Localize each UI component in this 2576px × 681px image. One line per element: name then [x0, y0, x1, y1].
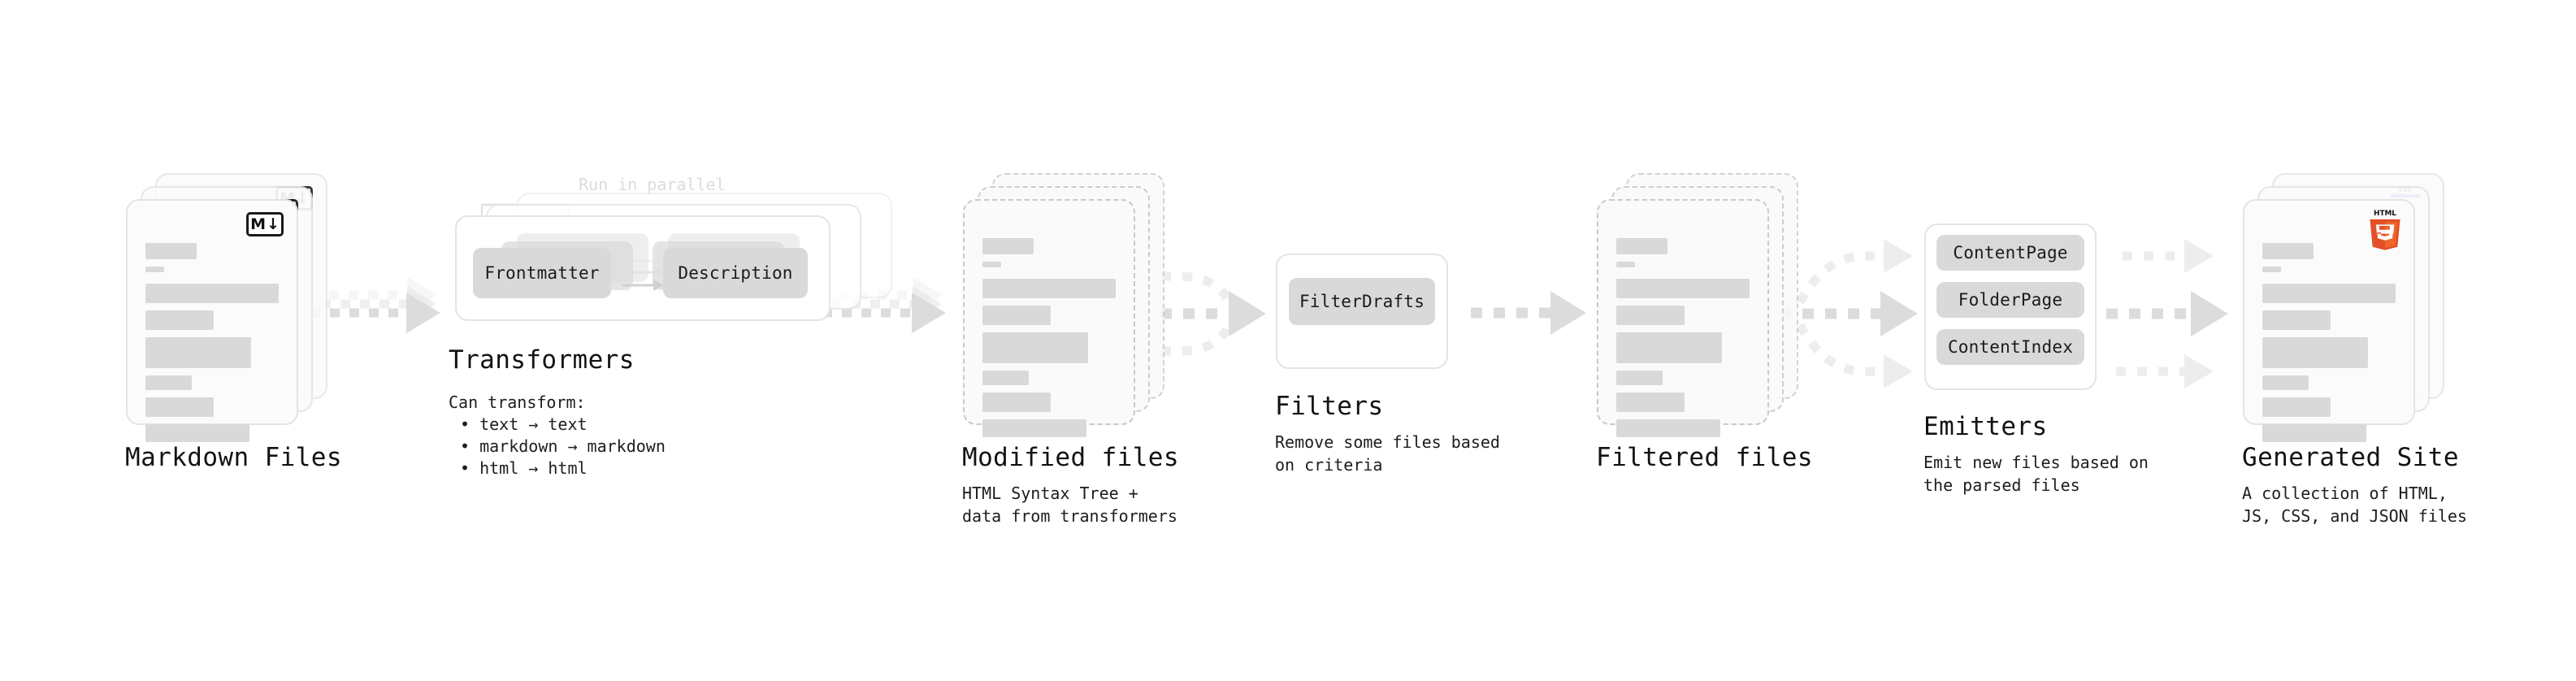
connector-filtered-files-to-emitters [1780, 239, 1918, 388]
placeholder-line [2262, 375, 2309, 390]
emitter-chip-folderpage[interactable]: FolderPage [1936, 282, 2084, 318]
placeholder-line [982, 279, 1116, 298]
markdown-icon-arrow: ↓ [267, 215, 280, 233]
placeholder-line [982, 371, 1030, 385]
filtered-card-front [1597, 199, 1769, 437]
connector-markdown-to-transformers [310, 277, 440, 333]
placeholder-line [2262, 310, 2331, 330]
generated-site-subtitle: A collection of HTML, JS, CSS, and JSON … [2242, 484, 2467, 526]
placeholder-line [2262, 267, 2281, 272]
transformers-subtitle: Can transform: [449, 393, 586, 412]
stage-markdown-files: M↓ M↓ M↓ [125, 173, 341, 472]
placeholder-line [1616, 262, 1635, 267]
card-placeholder-lines [1616, 238, 1750, 437]
stage-filtered-files: Filtered files [1596, 173, 1812, 472]
placeholder-line [982, 419, 1086, 437]
generated-file-stack: CSS HTML [2243, 173, 2444, 442]
placeholder-line [1616, 419, 1720, 437]
stage-title-generated-site: Generated Site [2242, 443, 2459, 472]
filters-subtitle: Remove some files based on criteria [1275, 432, 1500, 475]
placeholder-line [145, 267, 164, 272]
placeholder-line [982, 332, 1088, 363]
placeholder-line [982, 262, 1001, 267]
placeholder-line [2262, 284, 2396, 303]
transformer-inner-arrows [622, 256, 666, 291]
modified-files-subtitle: HTML Syntax Tree + data from transformer… [962, 484, 1177, 526]
placeholder-line [2262, 397, 2331, 417]
generated-card-html: HTML [2243, 199, 2415, 442]
stage-title-modified-files: Modified files [962, 443, 1179, 472]
placeholder-line [1616, 306, 1685, 325]
placeholder-line [2262, 424, 2366, 442]
placeholder-line [145, 284, 279, 303]
markdown-icon: M↓ [246, 212, 284, 236]
card-placeholder-lines [982, 238, 1116, 437]
placeholder-line [2262, 337, 2368, 368]
stage-title-markdown-files: Markdown Files [125, 443, 342, 472]
stage-title-filters: Filters [1275, 392, 1384, 421]
transformers-bullet-0: • text → text [460, 414, 588, 434]
filter-chip-filterdrafts[interactable]: FilterDrafts [1289, 278, 1435, 325]
placeholder-line [982, 393, 1051, 412]
placeholder-line [982, 306, 1051, 325]
emitters-subtitle: Emit new files based on the parsed files [1923, 453, 2149, 495]
markdown-card-front: M↓ [126, 199, 298, 442]
markdown-icon-letter: M [250, 215, 266, 233]
filtered-file-stack [1597, 173, 1798, 437]
placeholder-line [1616, 238, 1667, 254]
html5-icon: HTML [2368, 209, 2402, 250]
svg-text:HTML: HTML [2374, 210, 2396, 218]
stage-title-filtered-files: Filtered files [1596, 443, 1813, 472]
stage-title-transformers: Transformers [449, 345, 635, 375]
stage-generated-site: CSS HTML [2242, 173, 2467, 526]
connector-filters-to-filtered-files [1471, 291, 1586, 335]
transformer-chip-frontmatter[interactable]: Frontmatter [473, 248, 611, 298]
placeholder-line [145, 424, 249, 442]
transformer-chip-description[interactable]: Description [663, 248, 808, 298]
html5-icon-svg: HTML [2370, 210, 2400, 250]
markdown-file-stack: M↓ M↓ M↓ [126, 173, 327, 442]
placeholder-line [145, 243, 197, 259]
placeholder-line [982, 238, 1034, 254]
emitter-chip-contentindex[interactable]: ContentIndex [1936, 329, 2084, 365]
placeholder-line [145, 397, 214, 417]
modified-file-stack [963, 173, 1164, 437]
modified-card-front [963, 199, 1135, 437]
stage-title-emitters: Emitters [1923, 412, 2048, 441]
card-placeholder-lines [145, 243, 279, 442]
placeholder-line [1616, 332, 1722, 363]
placeholder-line [2262, 243, 2314, 259]
placeholder-line [1616, 371, 1663, 385]
transformers-bullet-2: • html → html [460, 458, 588, 478]
connector-emitters-to-generated-site [2106, 239, 2228, 388]
placeholder-line [145, 310, 214, 330]
stage-modified-files: Modified files HTML Syntax Tree + data f… [962, 173, 1178, 526]
placeholder-line [1616, 393, 1685, 412]
run-in-parallel-label: Run in parallel [579, 175, 726, 194]
card-placeholder-lines [2262, 243, 2396, 442]
transformers-bullet-1: • markdown → markdown [460, 436, 666, 456]
emitter-chip-contentpage[interactable]: ContentPage [1936, 235, 2084, 271]
placeholder-line [1616, 279, 1750, 298]
placeholder-line [145, 337, 251, 368]
placeholder-line [145, 375, 193, 390]
